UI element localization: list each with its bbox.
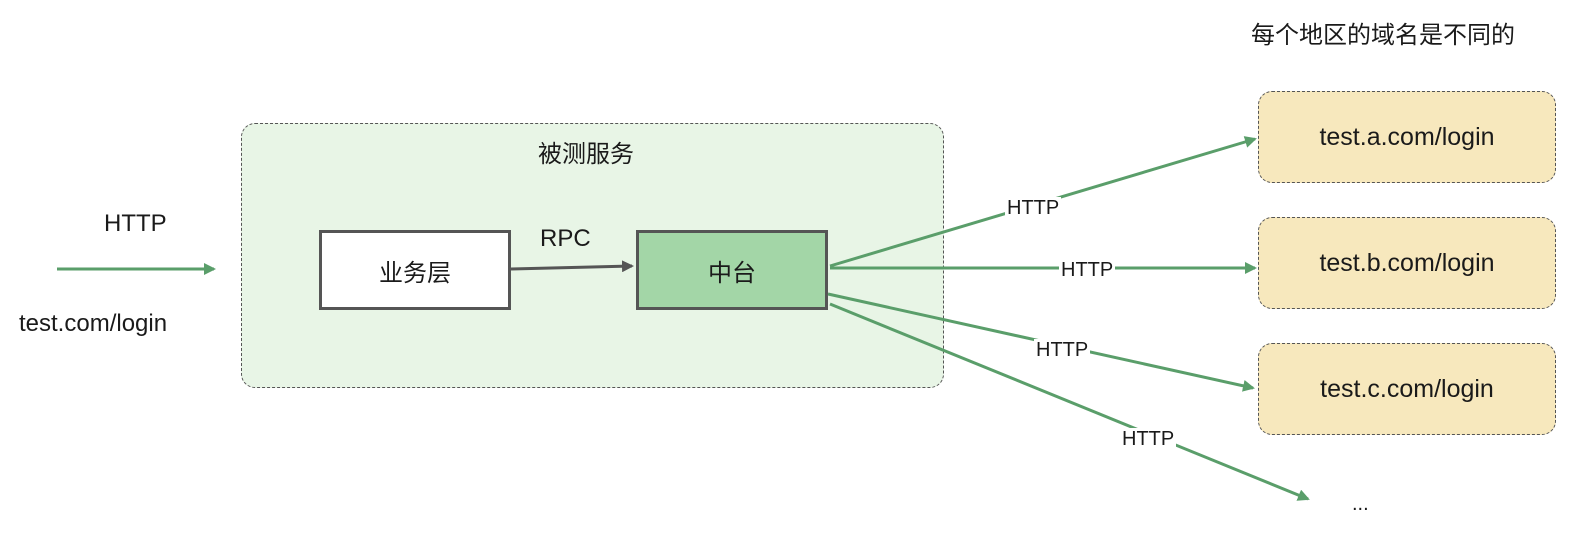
http-edge-label-b: HTTP bbox=[1059, 259, 1116, 281]
domain-node-b: test.b.com/login bbox=[1258, 217, 1556, 309]
http-edge-label-more: HTTP bbox=[1120, 428, 1177, 450]
http-edge-label-a: HTTP bbox=[1005, 197, 1062, 219]
business-layer-label: 业务层 bbox=[379, 259, 451, 287]
business-layer-node: 业务层 bbox=[319, 230, 511, 310]
rpc-edge-label: RPC bbox=[540, 225, 591, 252]
more-domains-ellipsis: ... bbox=[1352, 493, 1369, 515]
http-edge-label-c: HTTP bbox=[1034, 339, 1091, 361]
service-title: 被测服务 bbox=[538, 141, 634, 168]
http-arrow-more bbox=[829, 302, 1310, 501]
domain-node-a: test.a.com/login bbox=[1258, 91, 1556, 183]
domain-label-a: test.a.com/login bbox=[1319, 122, 1495, 151]
region-domain-note: 每个地区的域名是不同的 bbox=[1251, 22, 1515, 49]
domain-label-b: test.b.com/login bbox=[1319, 248, 1495, 277]
domain-label-c: test.c.com/login bbox=[1320, 374, 1494, 403]
incoming-url-label: test.com/login bbox=[19, 310, 168, 337]
domain-node-c: test.c.com/login bbox=[1258, 343, 1556, 435]
rpc-arrow bbox=[510, 260, 634, 273]
incoming-protocol-label: HTTP bbox=[104, 210, 167, 237]
middle-platform-node: 中台 bbox=[636, 230, 828, 310]
middle-platform-label: 中台 bbox=[708, 259, 756, 287]
